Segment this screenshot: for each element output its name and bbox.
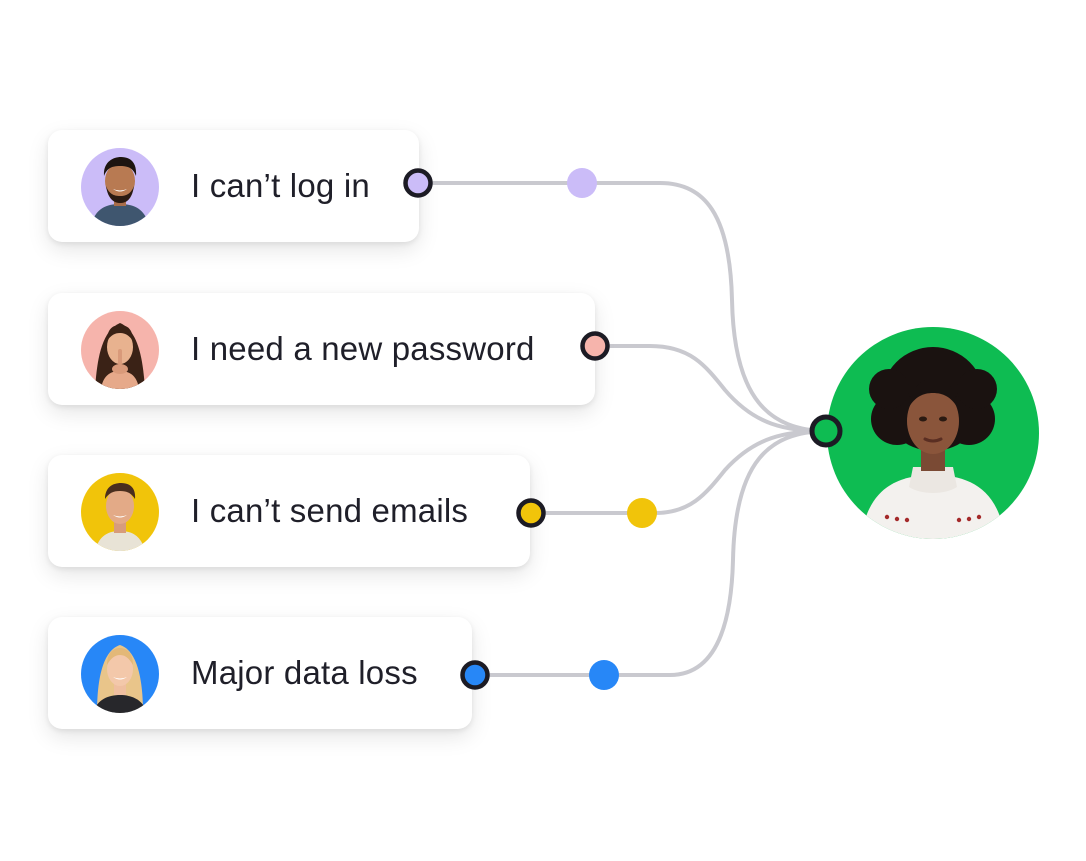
connector-line-3 — [531, 429, 827, 515]
connector-dot-3 — [627, 498, 657, 528]
connector-line-4 — [475, 429, 827, 677]
port-4[interactable] — [460, 660, 490, 690]
connector-dot-4 — [589, 660, 619, 690]
request-card-2[interactable]: I need a new password — [48, 293, 595, 405]
request-label-1: I can’t log in — [191, 167, 370, 204]
request-card-3[interactable]: I can’t send emails — [48, 455, 530, 567]
agent-port[interactable] — [809, 414, 843, 448]
request-card-1[interactable]: I can’t log in — [48, 130, 419, 242]
blonde-woman-avatar-icon — [81, 635, 159, 713]
smiling-man-avatar-icon — [81, 148, 159, 226]
port-2[interactable] — [580, 331, 610, 361]
young-man-avatar-icon — [81, 473, 159, 551]
request-label-4: Major data loss — [191, 654, 418, 691]
port-1[interactable] — [403, 168, 433, 198]
request-label-3: I can’t send emails — [191, 492, 469, 529]
connector-line-2 — [595, 344, 827, 433]
request-label-2: I need a new password — [191, 330, 535, 367]
connector-line-1 — [418, 181, 827, 433]
connector-dot-1 — [567, 168, 597, 198]
support-agent-avatar-icon — [827, 327, 1039, 539]
request-card-4[interactable]: Major data loss — [48, 617, 472, 729]
woman-shushing-avatar-icon — [81, 311, 159, 389]
port-3[interactable] — [516, 498, 546, 528]
